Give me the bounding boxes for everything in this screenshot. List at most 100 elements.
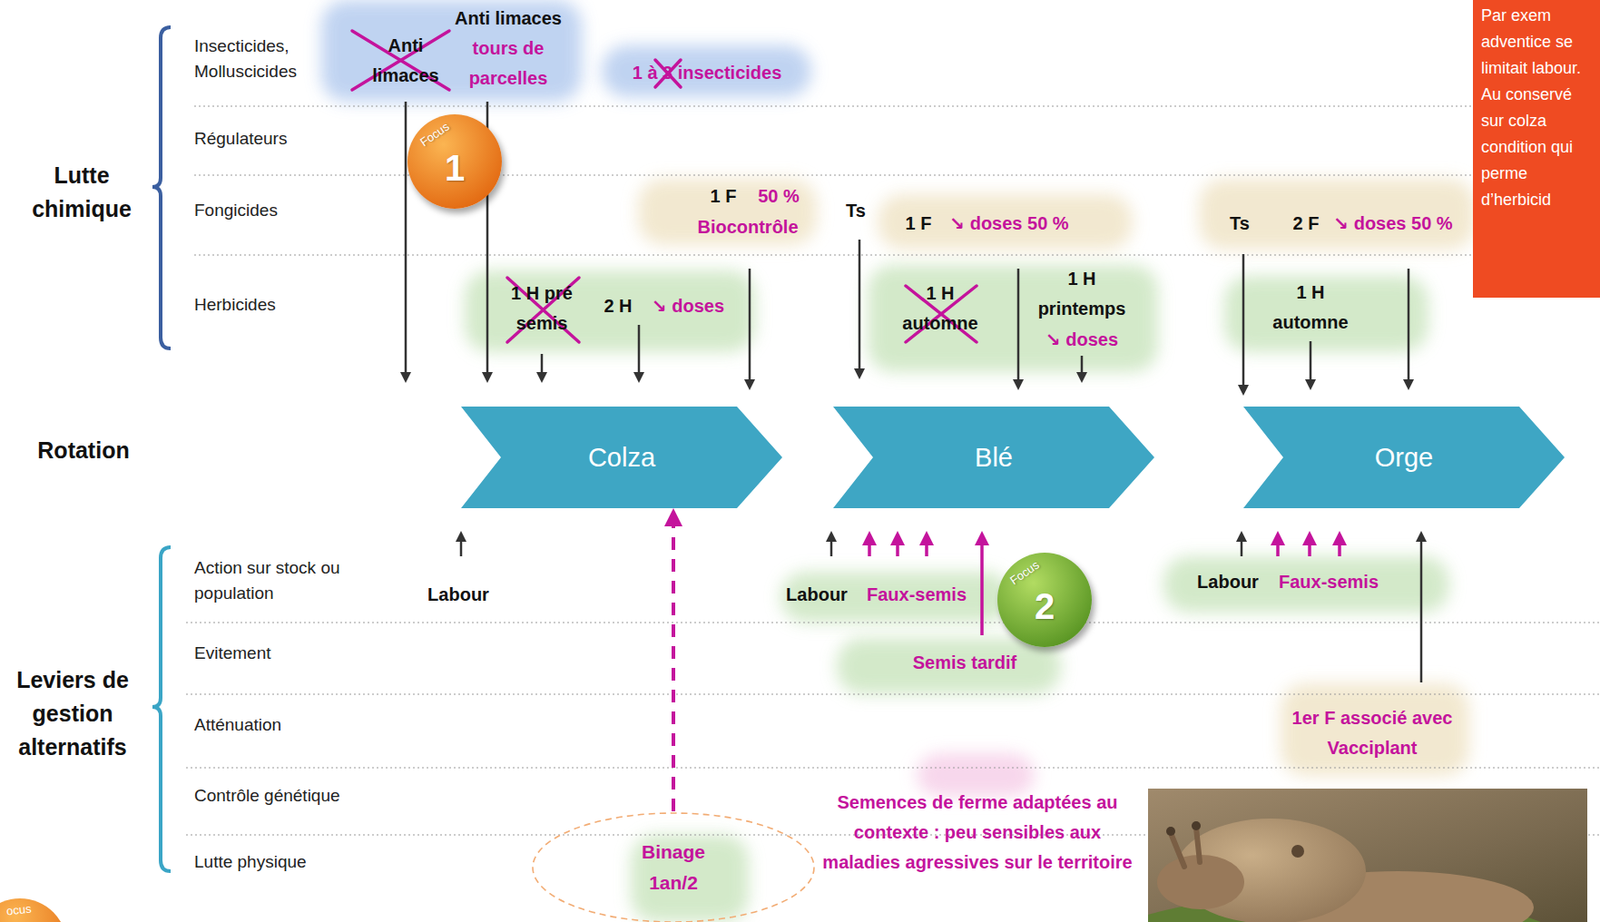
row-label: Evitement [194,640,271,667]
slug-pore [1291,844,1305,858]
alternative-label: Semences de ferme adaptées au contexte :… [818,787,1137,878]
highlight-patch [916,753,1035,797]
highlight-patch [1198,178,1475,250]
highlight-patch [1224,275,1429,353]
treatment-arrow [1307,536,1312,557]
alternative-label: 50 % [757,181,800,212]
group-title: Rotation [37,433,129,468]
note-box: Par exem adventice se limitait labour. A… [1472,0,1600,298]
focus-badge: Focus2 [997,552,1092,648]
highlight-patch [601,45,812,98]
row-separator [186,767,1600,769]
treatment-arrow [638,324,641,378]
row-label: Herbicides [194,292,276,318]
group-title: Lutte chimique [22,158,141,226]
treatment-arrow [924,536,929,557]
treatment-label: 1 H automne [899,278,982,339]
alternative-label: ↘ doses 50 % [949,208,1069,239]
alternative-label: Faux-semis [1278,567,1379,598]
treatment-arrow [748,268,752,385]
ellipse-shape [530,811,816,922]
crop-chevron: Colza [461,406,783,509]
group-bracket [152,547,171,872]
treatment-arrow [1242,254,1246,391]
group-title: Leviers de gestion alternatifs [9,663,137,765]
treatment-arrow [1309,341,1313,385]
crop-chevron: Orge [1243,406,1565,509]
treatment-label: Anti limaces [367,30,445,91]
treatment-arrow [980,536,984,636]
slug-eye [1191,821,1201,831]
row-separator [186,694,1600,696]
removed-cross [352,30,450,90]
treatment-arrow [1337,536,1342,557]
treatment-arrow [867,536,872,557]
chevron-fill [833,406,1155,509]
focus-badge: ocus [0,898,68,922]
group-bracket [152,27,171,349]
row-label: Fongicides [194,197,278,224]
highlight-patch [1280,683,1470,776]
focus-badge: Focus1 [407,114,502,209]
treatment-arrow [830,536,834,557]
treatment-label: Labour [427,579,490,610]
treatment-arrow [1240,536,1244,557]
treatment-arrow [1017,268,1021,385]
treatment-label: Anti limaces [454,3,562,34]
row-label: Lutte physique [194,849,307,875]
row-label: Régulateurs [194,126,287,152]
treatment-arrow [540,353,544,378]
crop-name: Orge [1374,442,1434,473]
highlight-patch [836,638,1061,695]
highlight-patch [464,270,756,353]
treatment-arrow [895,536,900,557]
badge-caption: Focus [1007,558,1042,589]
treatment-arrow [1276,536,1280,557]
slug-tentacles [1170,827,1200,867]
treatment-label: 2 F [1293,208,1320,239]
crop-chevron: Blé [833,406,1155,509]
row-label: Atténuation [194,712,282,738]
alternative-label: Faux-semis [866,579,967,610]
treatment-label: 1 F [905,208,933,239]
lever-label: Binage 1an/2 [618,836,728,899]
treatment-arrow [1407,268,1411,385]
crop-name: Colza [588,442,656,473]
highlight-patch [780,571,1011,623]
alternative-label: Semis tardif [912,647,1017,678]
lever-arrow [671,508,676,812]
treatment-label: Labour [1197,567,1259,598]
treatment-label: 1 H automne [1269,277,1352,338]
treatment-label: Ts [845,196,866,226]
alternative-label: 1er F associé avec Vacciplant [1285,703,1459,764]
callout-number: 2 [1034,586,1055,628]
lever-ellipse: Binage 1an/2 [530,811,816,922]
badge-caption: Focus [417,119,452,150]
treatment-arrow [1080,355,1084,378]
highlight-patch [867,265,1159,373]
slug-photo [1148,788,1588,922]
treatment-label: Labour [785,579,848,610]
treatment-label: Ts [1229,208,1250,239]
treatment-arrow [404,101,408,378]
slug-eye [1166,826,1176,836]
ellipse-outline [532,813,815,922]
chevron-fill [1243,406,1565,509]
row-label: Contrôle génétique [194,783,341,809]
alternative-label: ↘ doses [651,291,725,322]
treatment-arrow [858,239,862,374]
highlight-patch [877,194,1133,250]
highlight-patch [1163,556,1450,613]
callout-number: 1 [444,147,465,189]
treatment-label: 1 F [710,181,737,212]
alternative-label: ↘ doses [1045,324,1119,355]
treatment-arrow [1420,536,1424,683]
note-text: Par exem adventice se limitait labour. A… [1472,0,1600,214]
highlight-patch [321,0,582,102]
removed-cross [352,30,450,90]
crop-name: Blé [974,442,1013,473]
treatment-arrow [460,536,463,557]
alternative-label: 1 à 3 insecticides [632,58,783,89]
alternative-label: ↘ doses 50 % [1333,208,1453,239]
